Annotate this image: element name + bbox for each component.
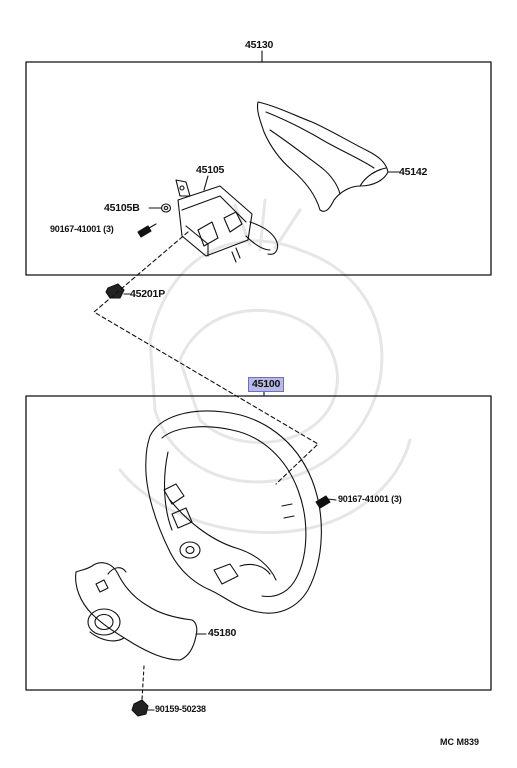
watermark-emblem [118,198,412,534]
lower-cover-45180 [75,562,198,661]
label-45130: 45130 [245,39,274,51]
label-45142: 45142 [399,166,428,178]
nut-bottom [131,699,149,717]
bottom-dashed-line [141,665,145,701]
label-45100: 45100 [248,377,285,392]
pad-cover-45142 [256,101,389,212]
assembly-dashed-line [93,231,319,485]
lower-assembly-frame [25,395,492,691]
screw-lower [315,495,337,509]
footer-code: MC M839 [440,737,480,747]
label-screw-lower: 90167-41001 (3) [338,494,402,504]
label-nut-bottom: 90159-50238 [155,704,206,714]
label-45201p: 45201P [130,288,166,300]
bracket-45105 [175,179,279,263]
label-45180: 45180 [208,627,237,639]
nut-45201p [105,283,125,299]
label-45105: 45105 [196,164,225,176]
label-screw-upper: 90167-41001 (3) [50,224,114,234]
leader-45105 [203,175,209,191]
steering-wheel-45100 [145,410,322,614]
screw-upper [137,223,157,238]
upper-assembly-frame [25,61,492,276]
washer-45105b [160,203,172,213]
label-45105b: 45105B [104,202,140,214]
